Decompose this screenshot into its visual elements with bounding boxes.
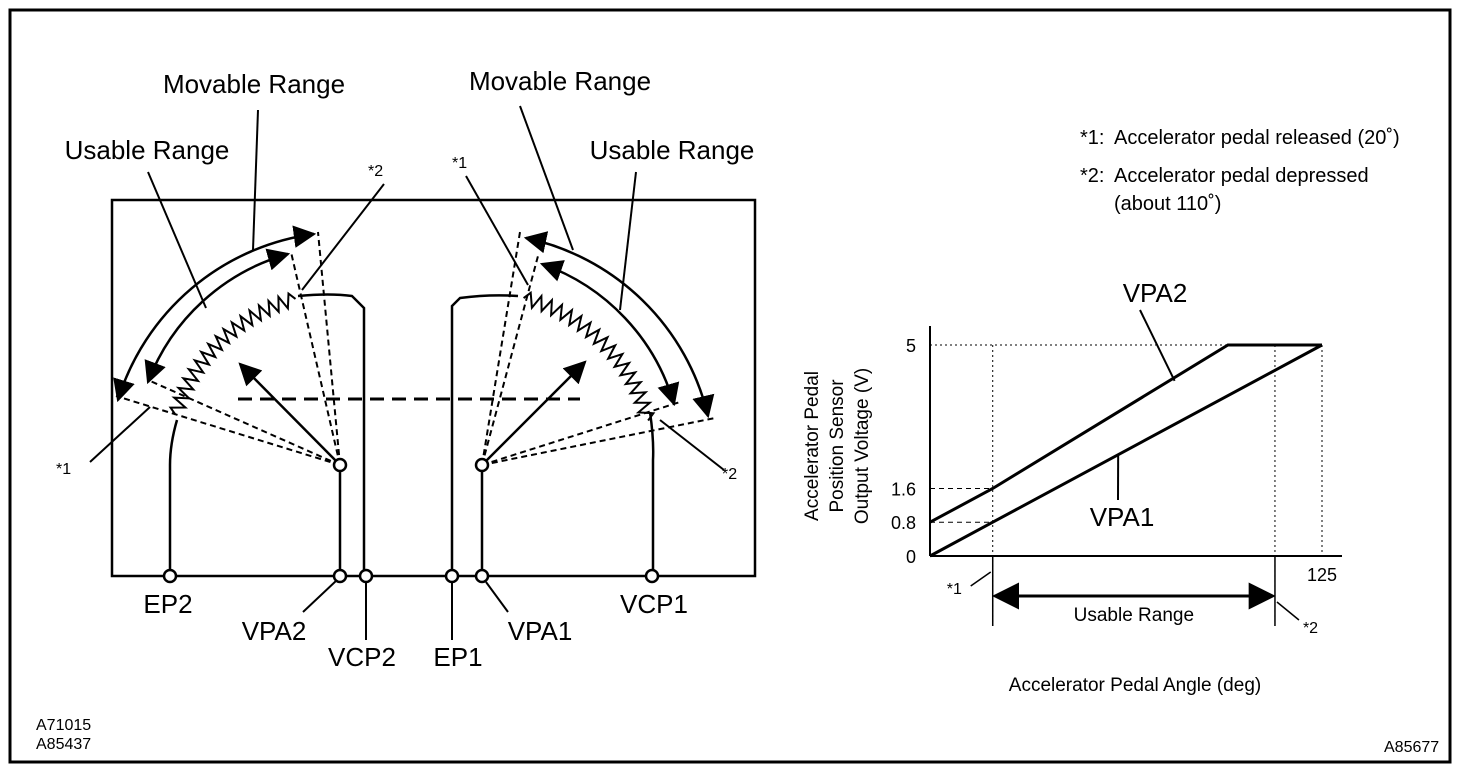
series-line-vpa2	[929, 343, 1322, 524]
terminal-vcp1	[644, 568, 660, 584]
y-axis-label-1: Accelerator Pedal	[802, 371, 823, 521]
terminal-vpa1	[474, 568, 490, 584]
movable-range-left-label: Movable Range	[163, 69, 345, 99]
x-tick-label-125: 125	[1307, 565, 1337, 585]
y-axis-label-3: Output Voltage (V)	[852, 368, 873, 524]
terminal-ep1	[444, 568, 460, 584]
dash-1-left-a	[115, 395, 341, 466]
figure-code-right: A85677	[1384, 739, 1439, 756]
leader-lines	[89, 105, 725, 640]
note2-text-line1: Accelerator pedal depressed	[1114, 165, 1369, 187]
star1-right-label: *1	[452, 155, 467, 172]
terminal-vpa2	[332, 568, 348, 584]
note1-text: Accelerator pedal released (20˚)	[1114, 127, 1400, 149]
right-sensor	[450, 231, 716, 576]
x-axis-label: Accelerator Pedal Angle (deg)	[1009, 675, 1261, 696]
star2-left-label: *2	[368, 163, 383, 180]
chart-star2-label: *2	[1303, 620, 1318, 637]
chart-guides	[930, 344, 1323, 626]
usable-range-label: Usable Range	[1074, 605, 1194, 626]
dash-2-left-b	[317, 231, 341, 466]
vcp1-label: VCP1	[620, 589, 688, 619]
pivot-vpa1	[474, 457, 490, 473]
sensor-housing	[110, 198, 757, 578]
star1-left-label: *1	[56, 461, 71, 478]
series-label-vpa1: VPA1	[1090, 502, 1155, 532]
y-tick-label-1-6: 1.6	[891, 479, 916, 499]
y-tick-label-0-8: 0.8	[891, 513, 916, 533]
ep1-label: EP1	[433, 642, 482, 672]
y-tick-label-5: 5	[906, 336, 916, 356]
usable-range-right-label: Usable Range	[590, 135, 755, 165]
terminal-vcp2	[358, 568, 374, 584]
series-leader-vpa2	[1139, 309, 1176, 382]
star2-right-label: *2	[722, 466, 737, 483]
terminal-ep2	[162, 568, 178, 584]
usable-arc-right	[539, 260, 680, 407]
sensor-schematic: Movable Range Usable Range Movable Range…	[56, 66, 757, 672]
vcp2-label: VCP2	[328, 642, 396, 672]
chart-star1-label: *1	[947, 581, 962, 598]
note2-text-line2: (about 110˚)	[1114, 193, 1221, 215]
chart-star1-leader	[970, 571, 992, 587]
series-line-vpa1	[929, 343, 1323, 558]
note2-mark: *2:	[1080, 165, 1104, 187]
y-axis-label-2: Position Sensor	[827, 379, 848, 513]
legend: *1: Accelerator pedal released (20˚) *2:…	[1080, 127, 1400, 215]
tick-layer: 0 0.8 1.6 5 125	[891, 336, 1337, 621]
figure-code-left-1: A71015	[36, 717, 91, 734]
usable-range-left-label: Usable Range	[65, 135, 230, 165]
ep2-wire	[168, 419, 179, 576]
note1-mark: *1:	[1080, 127, 1104, 149]
outer-frame	[8, 8, 1452, 764]
pivot-vpa2	[332, 457, 348, 473]
ep2-label: EP2	[143, 589, 192, 619]
ep1-wire	[450, 294, 519, 576]
y-tick-label-0: 0	[906, 547, 916, 567]
vpa1-label: VPA1	[508, 616, 573, 646]
vpa2-label: VPA2	[242, 616, 307, 646]
chart-star2-leader	[1276, 601, 1300, 621]
figure-code-left-2: A85437	[36, 736, 91, 753]
movable-range-right-label: Movable Range	[469, 66, 651, 96]
series-label-vpa2: VPA2	[1123, 278, 1188, 308]
